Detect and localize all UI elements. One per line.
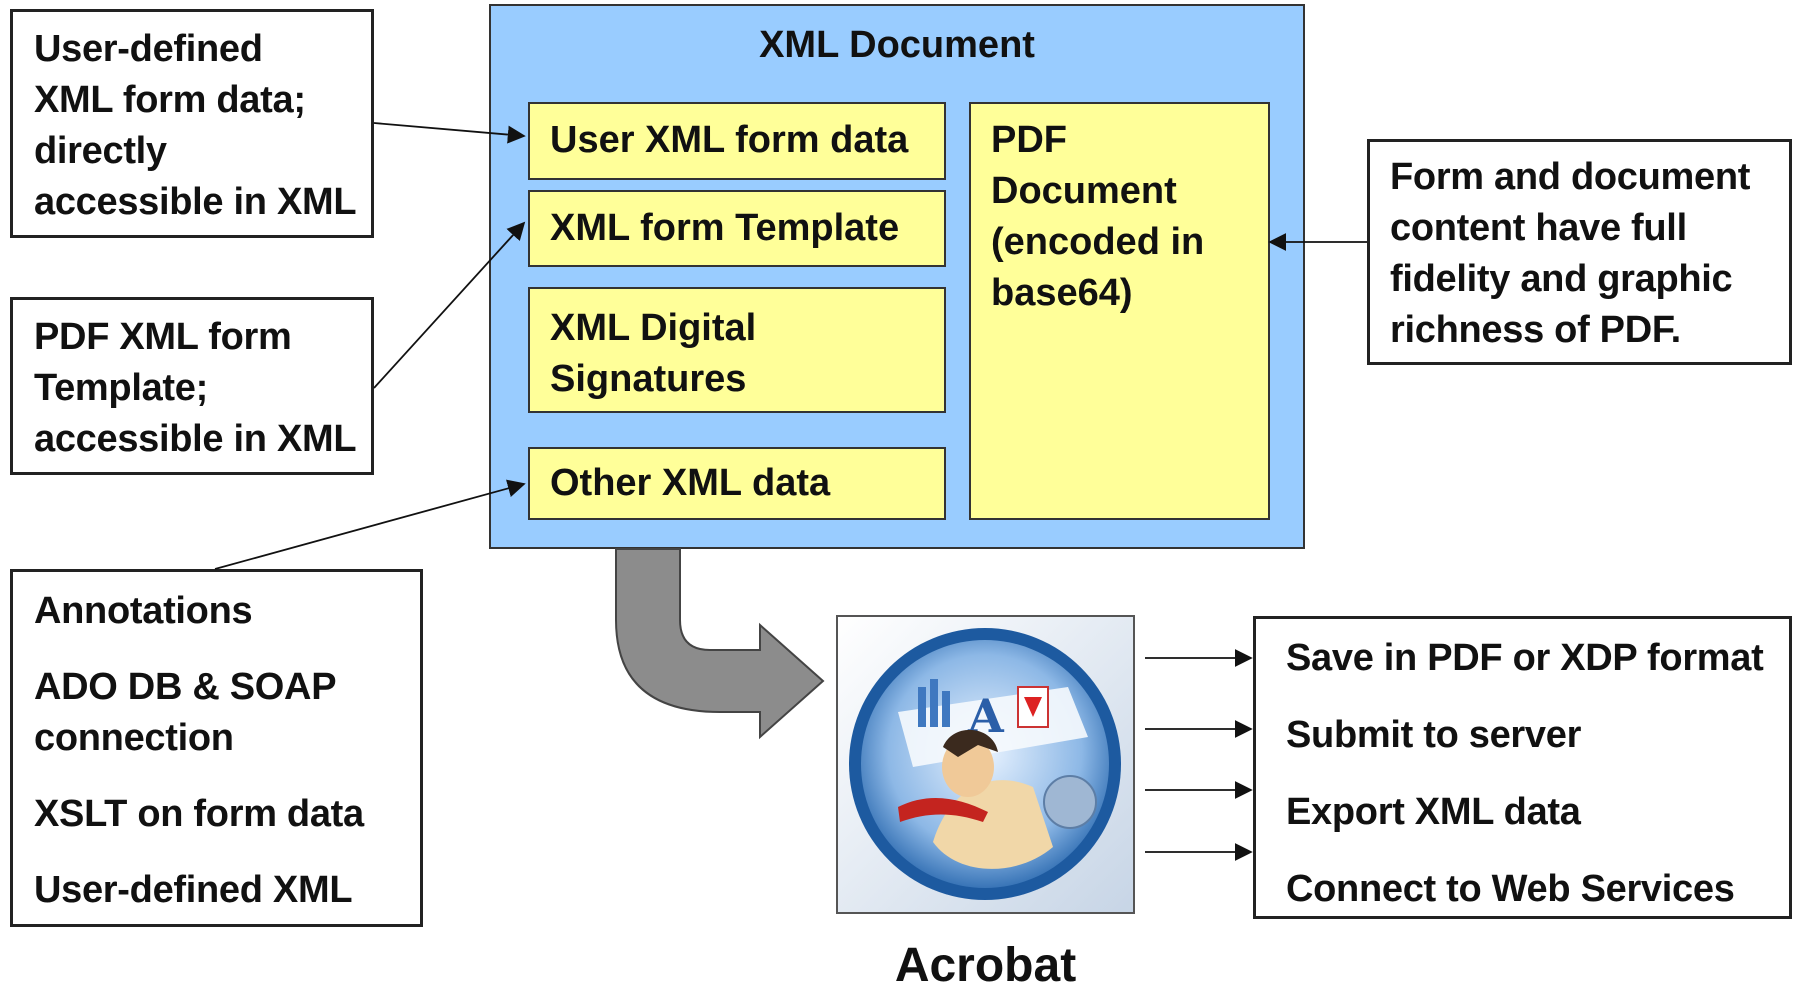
note-user-defined-form-data: User-defined XML form data; directly acc… — [10, 9, 374, 238]
acrobat-outputs-box: Save in PDF or XDP format Submit to serv… — [1253, 616, 1792, 919]
arrow-form-template — [373, 221, 526, 389]
note-line: User-defined XML — [34, 869, 353, 911]
xml-document-container: XML Document User XML form data XML form… — [489, 4, 1305, 549]
output-export-xml: Export XML data — [1286, 791, 1581, 833]
note-line: Form and document — [1390, 156, 1751, 198]
arrow-other-data — [214, 479, 526, 570]
note-line: XML form data; — [34, 79, 306, 121]
note-line: ADO DB & SOAP — [34, 666, 337, 708]
note-line: Annotations — [34, 590, 253, 632]
xml-form-template-box: XML form Template — [528, 190, 946, 267]
acrobat-logo-image: A — [836, 615, 1135, 914]
box-label: User XML form data — [550, 119, 909, 161]
output-connect-web-services: Connect to Web Services — [1286, 868, 1735, 910]
user-xml-form-data-box: User XML form data — [528, 102, 946, 180]
note-line: accessible in XML — [34, 181, 357, 223]
box-label: XML Digital — [550, 307, 757, 349]
acrobat-illustration: A — [838, 617, 1133, 912]
note-line: PDF XML form — [34, 316, 292, 358]
note-line: accessible in XML — [34, 418, 357, 460]
xml-document-title: XML Document — [759, 24, 1035, 66]
note-line: directly — [34, 130, 167, 172]
box-label: base64) — [991, 272, 1133, 314]
note-annotations: Annotations ADO DB & SOAP connection XSL… — [10, 569, 423, 927]
xml-digital-signatures-box: XML Digital Signatures — [528, 287, 946, 413]
other-xml-data-box: Other XML data — [528, 447, 946, 520]
note-line: XSLT on form data — [34, 793, 364, 835]
acrobat-label: Acrobat — [894, 939, 1077, 992]
pdf-document-box: PDF Document (encoded in base64) — [969, 102, 1270, 520]
flow-arrow — [615, 548, 825, 740]
arrow-user-data — [373, 122, 526, 144]
box-label: Other XML data — [550, 462, 831, 504]
note-line: richness of PDF. — [1390, 309, 1681, 351]
box-label: PDF — [991, 119, 1067, 161]
note-line: connection — [34, 717, 234, 759]
note-pdf-form-template: PDF XML form Template; accessible in XML — [10, 297, 374, 475]
output-save-pdf-xdp: Save in PDF or XDP format — [1286, 637, 1764, 679]
note-line: Template; — [34, 367, 208, 409]
box-label: Document — [991, 170, 1177, 212]
note-line: content have full — [1390, 207, 1687, 249]
box-label: (encoded in — [991, 221, 1205, 263]
box-label: XML form Template — [550, 207, 900, 249]
note-full-fidelity: Form and document content have full fide… — [1367, 139, 1792, 365]
box-label: Signatures — [550, 358, 747, 400]
note-line: fidelity and graphic — [1390, 258, 1733, 300]
note-line: User-defined — [34, 28, 263, 70]
output-submit-server: Submit to server — [1286, 714, 1582, 756]
